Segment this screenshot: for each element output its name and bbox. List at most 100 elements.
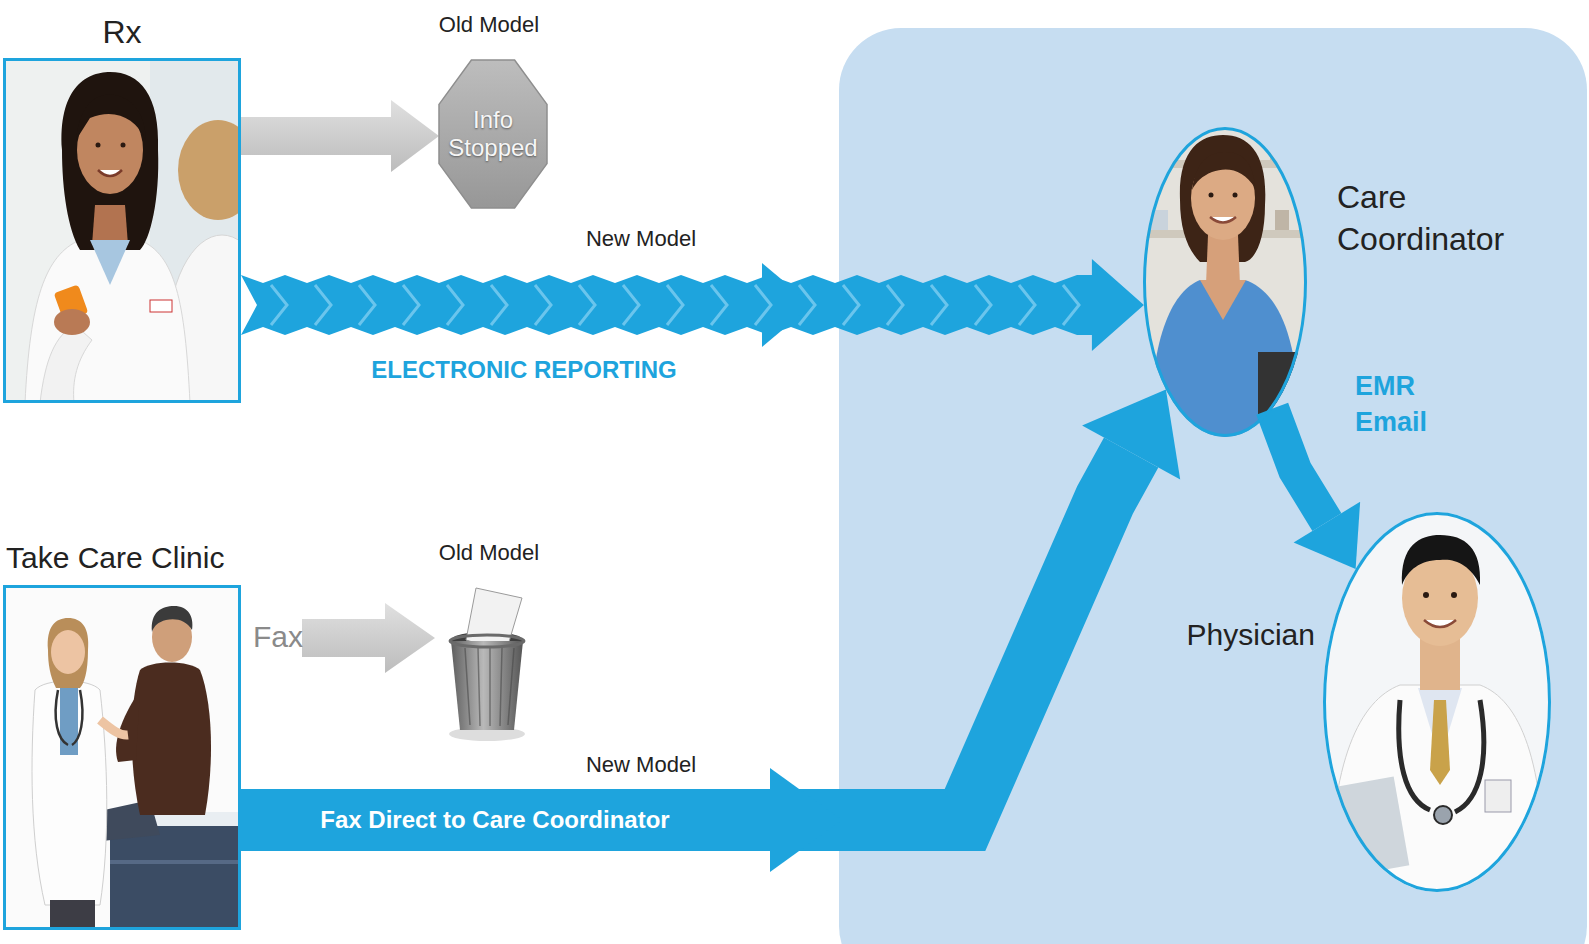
coordinator-photo-part: [1143, 127, 1307, 437]
band-chevron: [887, 285, 903, 325]
clinic-photo-part: [132, 663, 211, 816]
edge-label: EMR Email: [1355, 368, 1435, 441]
clinic-photo-part: [100, 720, 128, 735]
trash-can: [449, 588, 525, 741]
band-chevron: [799, 285, 815, 325]
photo-circle: Physician: [1323, 512, 1551, 892]
trash-can-part: [465, 648, 514, 726]
circle-outline: [1325, 514, 1550, 891]
pharmacist-photo-part: [54, 309, 90, 335]
ellipse-outline: [1143, 127, 1307, 437]
pharmacist-photo-part: [150, 300, 172, 312]
band-chevron: [535, 285, 551, 325]
band-chevron: [843, 285, 859, 325]
clinic-photo-part: [56, 690, 83, 745]
band-chevron: [359, 285, 375, 325]
clinic-photo-part: [116, 690, 140, 762]
band-chevron: [403, 285, 419, 325]
circle-outline: [1145, 129, 1306, 436]
photo-circle: Care Coordinator: [1143, 127, 1307, 437]
band-chevron: [667, 285, 683, 325]
arrow-head: [1294, 502, 1361, 569]
fax-arrow: [302, 603, 435, 673]
flow-arrow: [1272, 409, 1360, 569]
clinic-photo-part: [50, 900, 95, 930]
clinic-photo-part: [51, 630, 85, 674]
clinic-photo-part: [152, 606, 193, 632]
clinic-photo-part: [32, 681, 107, 905]
coordinator-photo-part: [1275, 210, 1289, 230]
band-chevron: [447, 285, 463, 325]
node-title: Care Coordinator: [1337, 177, 1522, 260]
edge-label: ELECTRONIC REPORTING: [371, 356, 676, 384]
pharmacist-photo-part: [76, 94, 146, 140]
model-caption: Old Model: [439, 540, 539, 565]
band-chevron: [1063, 285, 1079, 325]
pharmacist-photo: [3, 58, 241, 403]
node-title: Physician: [1187, 618, 1315, 653]
coordinator-photo: [1143, 127, 1308, 437]
octagon-outline: [439, 60, 547, 208]
pharmacist-photo-part: [25, 240, 190, 403]
physician-photo-part: [1424, 620, 1456, 627]
physician-photo-part: [1323, 512, 1551, 892]
data-stream-arrow: [241, 259, 1144, 351]
channel-label: Fax: [253, 620, 303, 655]
photo-box: Take Care Clinic: [3, 585, 241, 930]
physician-photo-part: [1451, 592, 1457, 598]
coordinator-photo-part: [1233, 193, 1238, 198]
photo-box: Rx: [3, 58, 241, 403]
model-caption: New Model: [586, 752, 696, 777]
flow-arrow: [241, 389, 1180, 872]
band-chevron: [579, 285, 595, 325]
arrow-shape: [241, 100, 439, 172]
physician-photo-part: [1430, 700, 1450, 785]
physician-photo: [1323, 512, 1551, 892]
pharmacist-photo-part: [178, 120, 241, 220]
stop-octagon: Info Stopped: [439, 60, 547, 208]
ellipse-outline: [1323, 512, 1551, 892]
pharmacist-photo-part: [90, 240, 130, 285]
clinic-photo-part: [60, 685, 78, 755]
coordinator-photo-part: [1209, 193, 1214, 198]
arrow-shaft: [241, 452, 1131, 820]
trash-can-part: [451, 641, 523, 730]
node-title: Rx: [6, 14, 238, 51]
band-chevron: [755, 285, 771, 325]
pharmacist-photo-part: [96, 143, 101, 148]
band-chevron: [315, 285, 331, 325]
pharmacist-photo-part: [92, 205, 128, 245]
coordinator-photo-part: [1200, 280, 1246, 320]
band-chevron: [711, 285, 727, 325]
pharmacist-photo-part: [121, 143, 126, 148]
model-caption: New Model: [586, 226, 696, 251]
band-chevron: [975, 285, 991, 325]
node-title: Take Care Clinic: [6, 541, 224, 576]
clinic-photo: [3, 585, 241, 930]
pharmacist-photo-part: [40, 325, 92, 403]
physician-photo-part: [1423, 592, 1429, 598]
pharmacist-photo-part: [98, 170, 122, 176]
trash-can-part: [450, 635, 524, 647]
physician-photo-part: [1399, 700, 1484, 812]
arrow-shaft: [1272, 409, 1327, 522]
band-shape: [241, 259, 1144, 351]
band-chevron: [1019, 285, 1035, 325]
coordinator-photo-part: [1150, 140, 1164, 160]
gray-arrow: [241, 100, 439, 172]
arrow-head: [770, 768, 842, 872]
physician-photo-part: [1434, 806, 1452, 824]
band-chevron: [271, 285, 287, 325]
clinic-photo-part: [110, 860, 241, 864]
edge-label: Fax Direct to Care Coordinator: [320, 806, 669, 834]
band-chevron: [491, 285, 507, 325]
coordinator-photo-part: [1206, 235, 1240, 285]
physician-photo-part: [1485, 780, 1511, 812]
node-title: Info Stopped: [447, 106, 539, 161]
pharmacist-photo-part: [62, 72, 159, 250]
band-chevron: [931, 285, 947, 325]
model-caption: Old Model: [439, 12, 539, 37]
clinic-photo-part: [48, 618, 89, 688]
arrow-head: [1082, 389, 1180, 479]
